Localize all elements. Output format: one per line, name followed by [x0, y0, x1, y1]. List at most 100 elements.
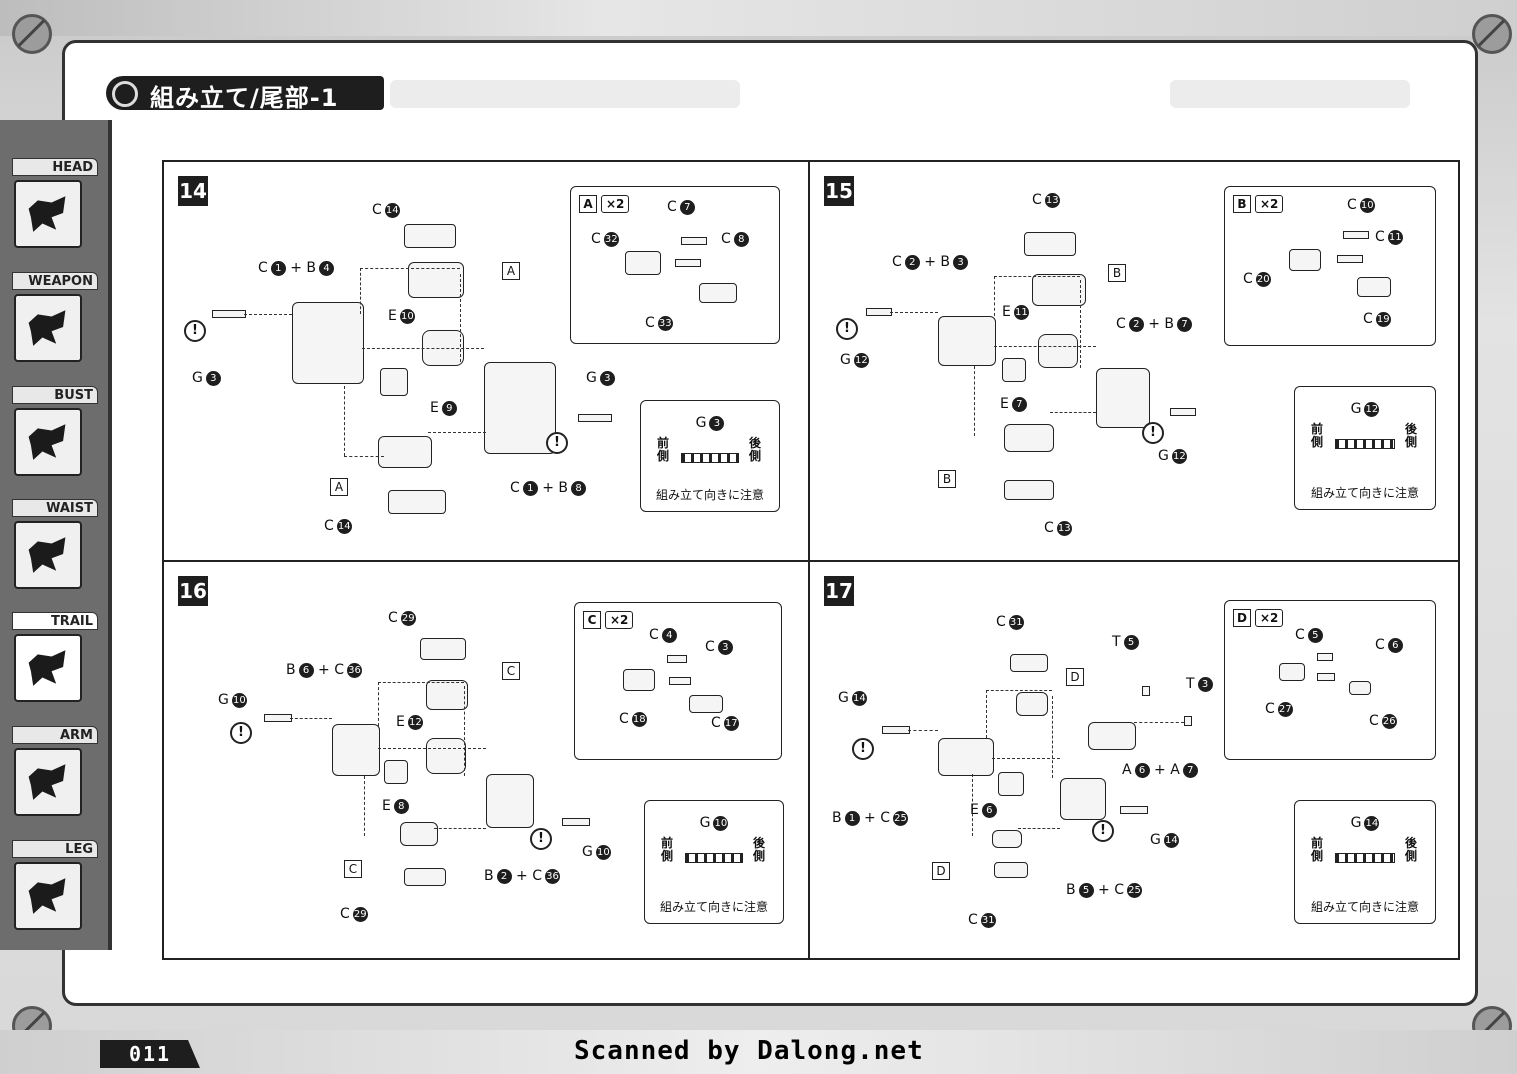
bolt-icon [1472, 14, 1512, 54]
part-shape [404, 868, 446, 886]
part-shape [1170, 408, 1196, 416]
guide-line [360, 268, 460, 269]
part-shape [1004, 424, 1054, 452]
part-shape [420, 638, 466, 660]
subassembly-header: A×2 [579, 195, 630, 213]
part-shape [426, 738, 466, 774]
warning-icon: ! [184, 320, 206, 342]
page-title: 組み立て/尾部-1 [106, 76, 384, 112]
part-shape [1060, 778, 1106, 820]
step-number: 17 [824, 576, 854, 606]
guide-line [344, 456, 384, 457]
part-shape [675, 259, 701, 267]
sidebar-tab-waist[interactable]: WAIST [8, 499, 102, 595]
bottom-decor-bar [0, 1030, 1517, 1074]
part-shape [378, 436, 432, 468]
guide-line [378, 682, 464, 683]
part-shape [1096, 368, 1150, 428]
part-shape [1279, 663, 1305, 681]
part-shape [1317, 653, 1333, 661]
sidebar-tab-bust[interactable]: BUST [8, 386, 102, 482]
rod-diagram [685, 853, 743, 863]
sidebar-tab-leg[interactable]: LEG [8, 840, 102, 936]
part-shape [699, 283, 737, 303]
step-number: 15 [824, 176, 854, 206]
warning-icon: ! [230, 722, 252, 744]
part-shape [1004, 480, 1054, 500]
part-shape [1120, 806, 1148, 814]
part-shape [1016, 692, 1048, 716]
orientation-caption: 組み立て向きに注意 [659, 900, 768, 914]
rod-diagram [681, 453, 739, 463]
back-side-label: 後側 [753, 836, 766, 863]
part-shape [625, 251, 661, 275]
part-shape [426, 680, 468, 710]
part-shape [292, 302, 364, 384]
part-shape [882, 726, 910, 734]
part-shape [212, 310, 246, 318]
head-thumbnail [14, 180, 82, 248]
guide-line [344, 386, 345, 456]
back-side-label: 後側 [1405, 836, 1418, 863]
warning-icon: ! [1092, 820, 1114, 842]
sidebar-tab-weapon[interactable]: WEAPON [8, 272, 102, 368]
part-shape [994, 862, 1028, 878]
guide-line [1080, 280, 1081, 368]
front-side-label: 前側 [1311, 422, 1324, 449]
part-shape [1289, 249, 1321, 271]
part-shape [1038, 334, 1078, 368]
faded-header-strip [1170, 80, 1410, 108]
part-shape [998, 772, 1024, 796]
subassembly-tag: C [502, 662, 520, 680]
sidebar-tab-arm[interactable]: ARM [8, 726, 102, 822]
part-shape [1337, 255, 1363, 263]
sidebar-tab-trail[interactable]: TRAIL [8, 612, 102, 708]
bust-thumbnail [14, 408, 82, 476]
part-shape [992, 830, 1022, 848]
subassembly-tag: A [330, 478, 348, 496]
step-number: 14 [178, 176, 208, 206]
part-shape [681, 237, 707, 245]
part-shape [1024, 232, 1076, 256]
guide-line [1052, 696, 1053, 778]
trail-thumbnail [14, 634, 82, 702]
subassembly-tag: B [1108, 264, 1126, 282]
front-side-label: 前側 [1311, 836, 1324, 863]
part-shape [486, 774, 534, 828]
back-side-label: 後側 [1405, 422, 1418, 449]
sidebar-tab-head[interactable]: HEAD [8, 158, 102, 254]
subassembly-tag: D [932, 862, 950, 880]
